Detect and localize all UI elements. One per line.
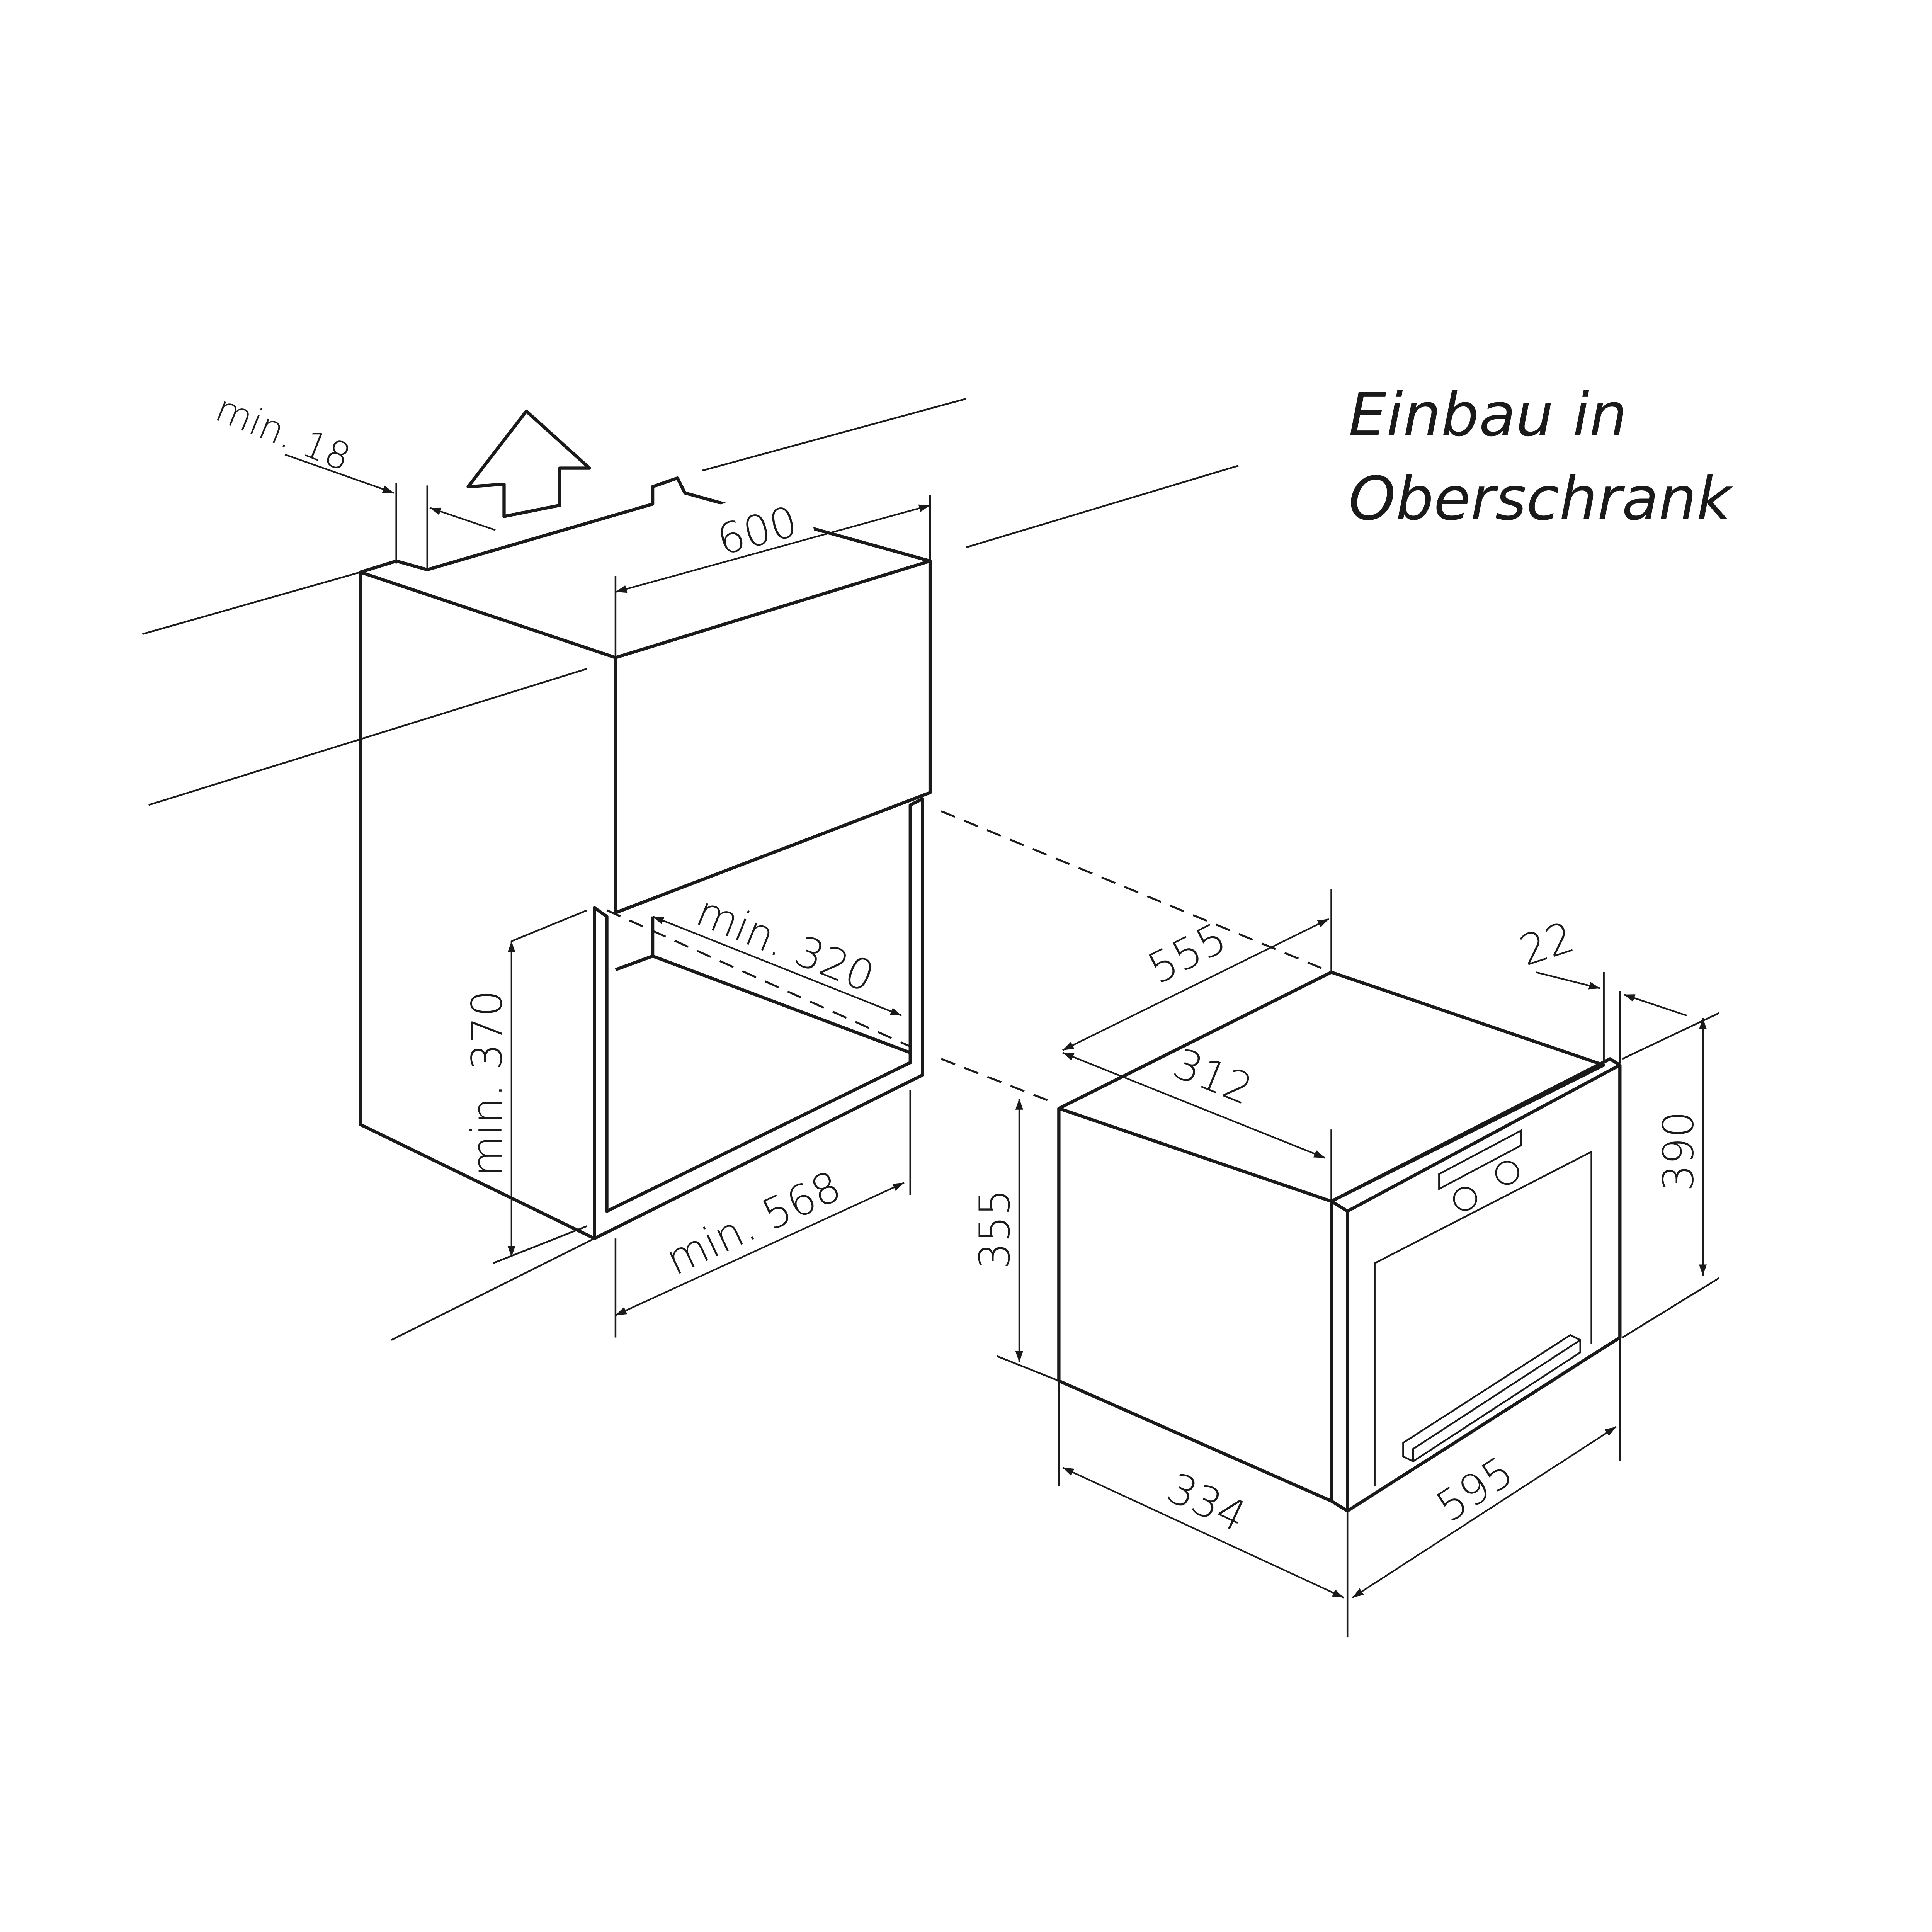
dim-min18-arrow-right: [429, 507, 496, 531]
cabinet-body: [359, 561, 932, 1240]
door-window: [1374, 1150, 1592, 1486]
appliance: 555 312 22 390 355 334 595: [970, 889, 1719, 1638]
door-handle: [1402, 1334, 1581, 1463]
niche-frame: [593, 797, 924, 1240]
dim-390-label: 390: [1654, 1111, 1703, 1191]
dim-595-line: [1352, 1426, 1617, 1599]
title-line-2: Oberschrank: [1349, 464, 1731, 534]
dim-22-arrow-left: [1535, 971, 1600, 990]
extension-lines: [142, 398, 1239, 1341]
dim-320-line: [652, 915, 902, 1017]
appliance-side: [1057, 1108, 1333, 1503]
dim-312-label: 312: [1167, 1039, 1259, 1114]
appliance-front-panel: [1330, 1057, 1622, 1513]
appliance-ext-lines: [997, 889, 1719, 1638]
control-panel: [1438, 1129, 1522, 1190]
dim-312-line: [1062, 1052, 1326, 1159]
title-line-1: Einbau in: [1349, 380, 1628, 450]
wall-cabinet: 600 min. 18 min. 370 min. 320 min. 568: [142, 387, 1332, 1341]
dim-568-line: [615, 1182, 905, 1316]
dim-niche-width-label: min. 568: [658, 1162, 848, 1285]
dim-600-line: [615, 504, 930, 593]
dim-555-line: [1062, 918, 1330, 1051]
dim-min18-arrow-left: [284, 454, 394, 494]
knob-icon: [1453, 1187, 1477, 1211]
dim-niche-height-label: min. 370: [463, 990, 512, 1177]
dim-355-label: 355: [970, 1189, 1019, 1269]
cabinet-top: [359, 476, 932, 660]
dim-334-label: 334: [1160, 1463, 1253, 1542]
title: Einbau in Oberschrank: [1349, 373, 1731, 541]
dim-22-label: 22: [1514, 912, 1580, 976]
knob-icon: [1495, 1161, 1519, 1185]
dim-334-line: [1062, 1467, 1344, 1599]
dim-wall-label: min. 18: [210, 387, 357, 480]
dim-niche-depth-label: min. 320: [690, 886, 881, 1002]
dim-370-ext: [511, 909, 588, 942]
dim-22-arrow-right: [1623, 993, 1687, 1017]
arrow-up-icon: [466, 409, 591, 518]
